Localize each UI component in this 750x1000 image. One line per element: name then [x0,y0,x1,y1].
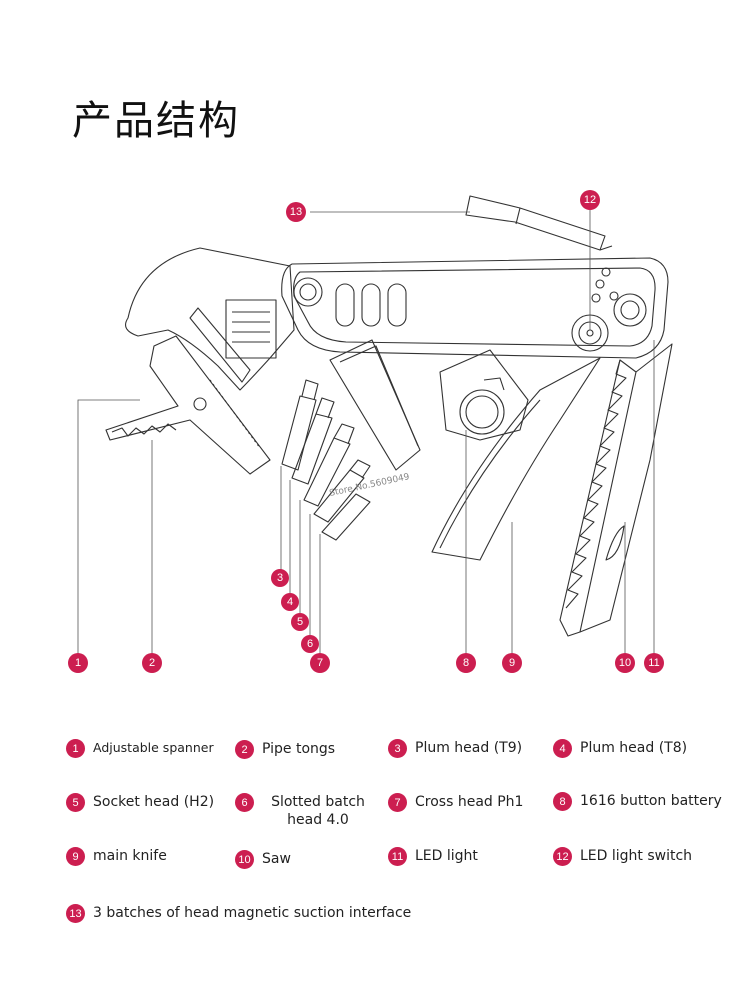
legend-label: Plum head (T9) [415,740,523,756]
callout-1: 1 [68,653,88,673]
handle-drawing [281,257,669,359]
watermark-text: Store No.5609049 [329,472,411,499]
legend-item-4: 4 Plum head (T8) [553,739,687,758]
legend-item-9: 9 main knife [66,847,167,866]
callout-5: 5 [291,613,309,631]
svg-text:2: 2 [149,657,155,669]
product-structure-diagram: Store No.5609049 13 12 1 2 3 4 5 6 7 8 9… [68,190,673,673]
svg-text:13: 13 [290,206,302,218]
legend-item-8: 8 1616 button battery [553,792,722,811]
callout-7: 7 [310,653,330,673]
pipe-tongs-drawing [105,335,271,475]
legend-badge: 3 [388,739,407,758]
legend-label: Plum head (T8) [580,740,688,756]
callout-10: 10 [615,653,635,673]
battery-drawing [439,349,529,441]
legend-label: LED light [415,848,478,864]
legend-label: 3 batches of head magnetic suction inter… [93,905,412,921]
svg-text:8: 8 [463,657,469,669]
legend-label: LED light switch [580,848,693,864]
legend-item-6: 6 Slotted batch head 4.0 [235,793,374,829]
legend-badge: 5 [66,793,85,812]
legend-item-11: 11 LED light [388,847,478,866]
svg-text:11: 11 [648,657,659,669]
legend-badge: 1 [66,739,85,758]
svg-text:9: 9 [509,657,515,669]
bits-drawing [281,379,371,541]
legend-label: Socket head (H2) [93,794,215,810]
callout-4: 4 [281,593,299,611]
legend-item-5: 5 Socket head (H2) [66,793,214,812]
legend-badge: 9 [66,847,85,866]
legend-badge: 12 [553,847,572,866]
legend-badge: 13 [66,904,85,923]
svg-text:5: 5 [297,616,303,628]
page-title: 产品结构 [72,98,240,144]
legend-label: Saw [262,851,291,867]
legend-badge: 10 [235,850,254,869]
legend-badge: 8 [553,792,572,811]
legend-badge: 7 [388,793,407,812]
svg-text:6: 6 [307,638,313,650]
legend-item-1: 1 Adjustable spanner [66,739,214,758]
spanner-drawing [125,247,295,391]
callout-11: 11 [644,653,664,673]
main-knife-drawing [431,357,601,561]
svg-text:7: 7 [317,657,323,669]
svg-text:10: 10 [619,657,631,669]
callout-13: 13 [286,202,306,222]
legend-label: Adjustable spanner [93,740,214,755]
callout-3: 3 [271,569,289,587]
callout-markers: 13 12 1 2 3 4 5 6 7 8 9 10 11 [68,190,664,673]
legend-item-13: 13 3 batches of head magnetic suction in… [66,904,411,923]
callout-6: 6 [301,635,319,653]
leader-lines [77,210,655,663]
legend-label: 1616 button battery [580,793,722,809]
bit-holder-drawing [329,339,421,471]
legend-item-12: 12 LED light switch [553,847,692,866]
svg-text:12: 12 [584,194,596,206]
svg-text:4: 4 [287,596,293,608]
callout-8: 8 [456,653,476,673]
svg-text:3: 3 [277,572,283,584]
legend-label: main knife [93,848,167,864]
legend-badge: 6 [235,793,254,812]
legend-item-7: 7 Cross head Ph1 [388,793,523,812]
legend-badge: 11 [388,847,407,866]
legend-label: Slotted batch head 4.0 [271,794,365,828]
legend-item-10: 10 Saw [235,850,291,869]
saw-drawing [559,343,673,637]
legend-badge: 4 [553,739,572,758]
callout-12: 12 [580,190,600,210]
callout-9: 9 [502,653,522,673]
svg-text:1: 1 [75,657,81,669]
legend-badge: 2 [235,740,254,759]
callout-2: 2 [142,653,162,673]
legend-item-2: 2 Pipe tongs [235,740,335,759]
legend-label: Cross head Ph1 [415,794,524,810]
magnetic-interface-drawing [465,195,613,251]
legend-label: Pipe tongs [262,741,336,757]
legend-item-3: 3 Plum head (T9) [388,739,522,758]
